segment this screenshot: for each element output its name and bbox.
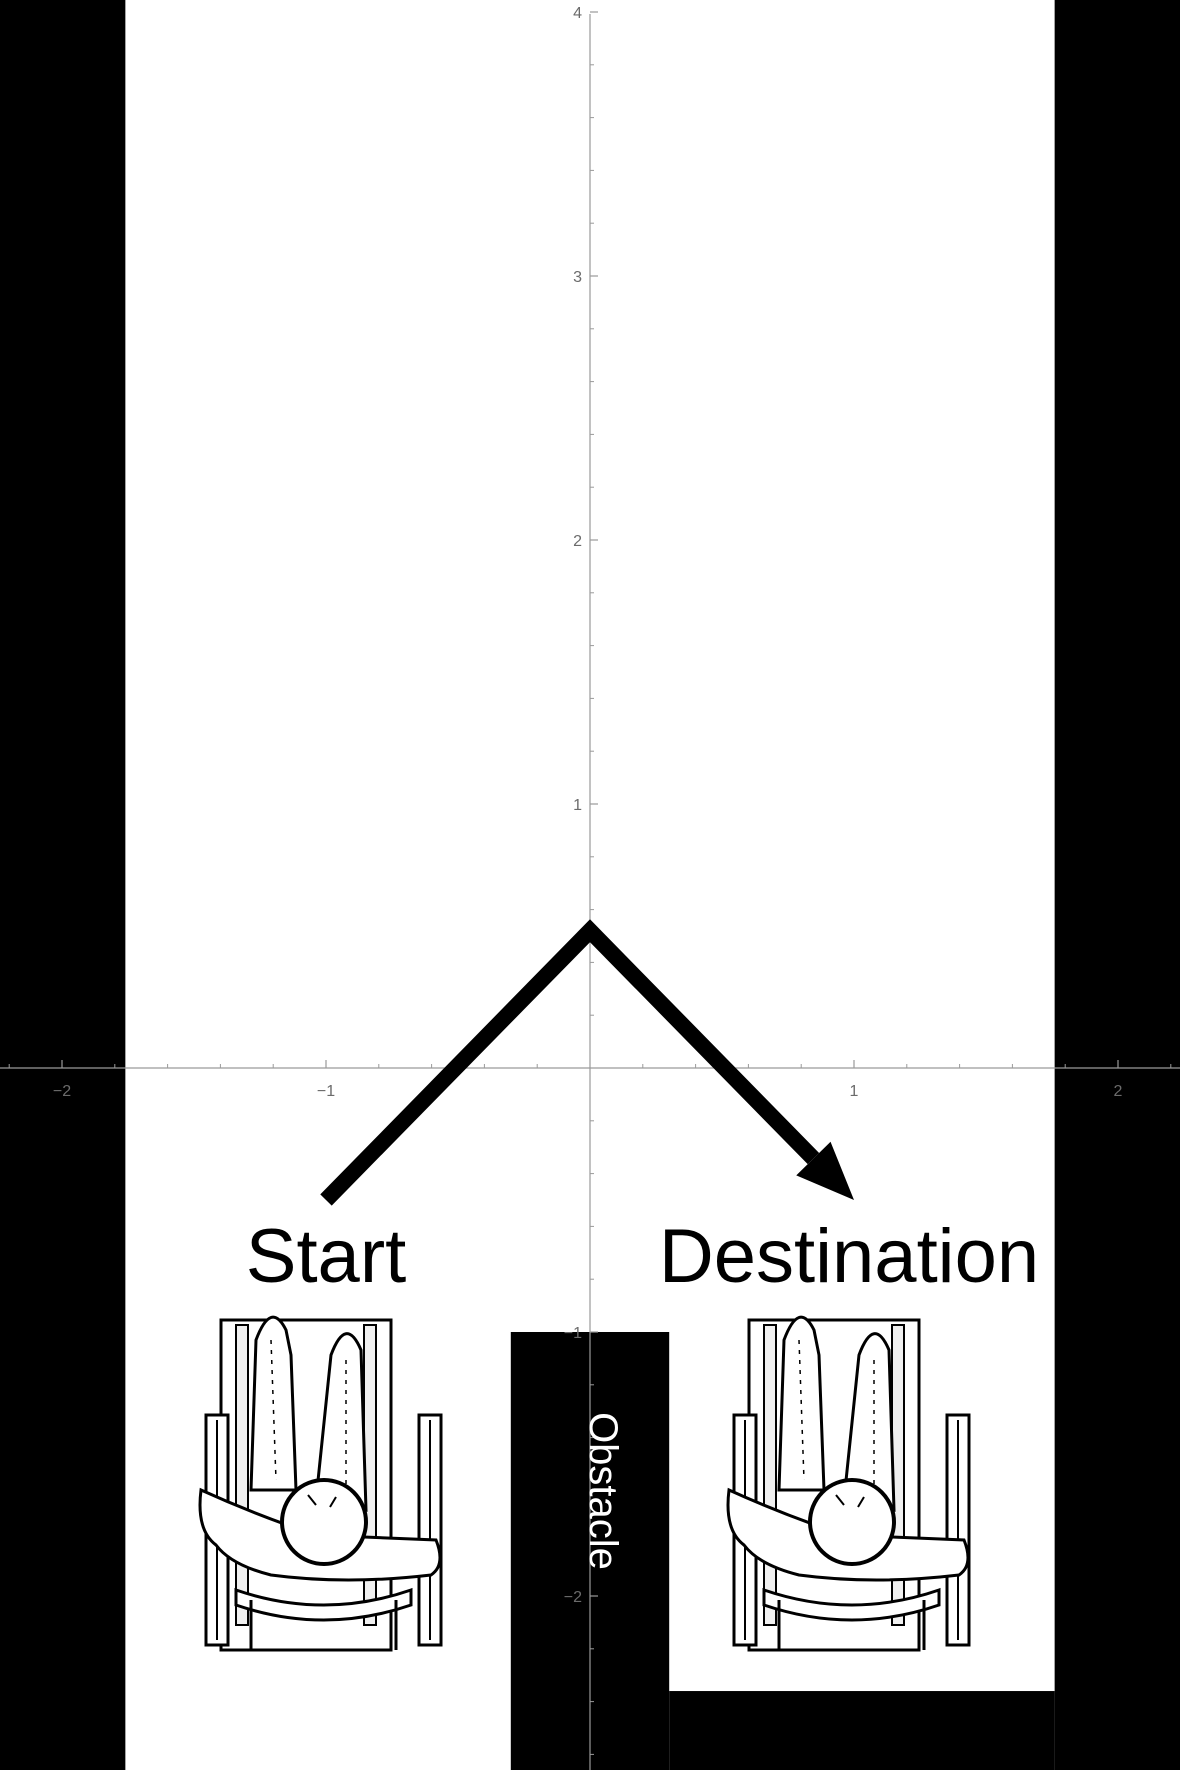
right-wall (1054, 0, 1180, 1770)
obstacle-label: Obstacle (581, 1412, 625, 1570)
coordinate-axes: −2 −1 1 2 4 3 2 1 −1 −2 (0, 5, 1180, 1770)
y-tick-label: −1 (564, 1325, 582, 1342)
y-tick-label: 3 (573, 269, 582, 286)
start-label: Start (246, 1214, 407, 1299)
path-arrow (320, 919, 854, 1206)
x-tick-label: −1 (317, 1083, 335, 1100)
arrowhead-icon (796, 1141, 854, 1200)
y-tick-label: 2 (573, 533, 582, 550)
bay-floor (669, 1691, 1055, 1770)
x-tick-label: 1 (850, 1083, 859, 1100)
x-tick-label: 2 (1114, 1083, 1123, 1100)
destination-label: Destination (659, 1214, 1039, 1299)
y-tick-label: −2 (564, 1589, 582, 1606)
wheelchair-user-icon (726, 1315, 971, 1652)
path-line (320, 919, 820, 1206)
y-tick-label: 1 (573, 797, 582, 814)
left-wall (0, 0, 126, 1770)
wheelchair-user-icon (198, 1315, 443, 1652)
y-tick-label: 4 (573, 5, 582, 22)
x-tick-label: −2 (53, 1083, 71, 1100)
